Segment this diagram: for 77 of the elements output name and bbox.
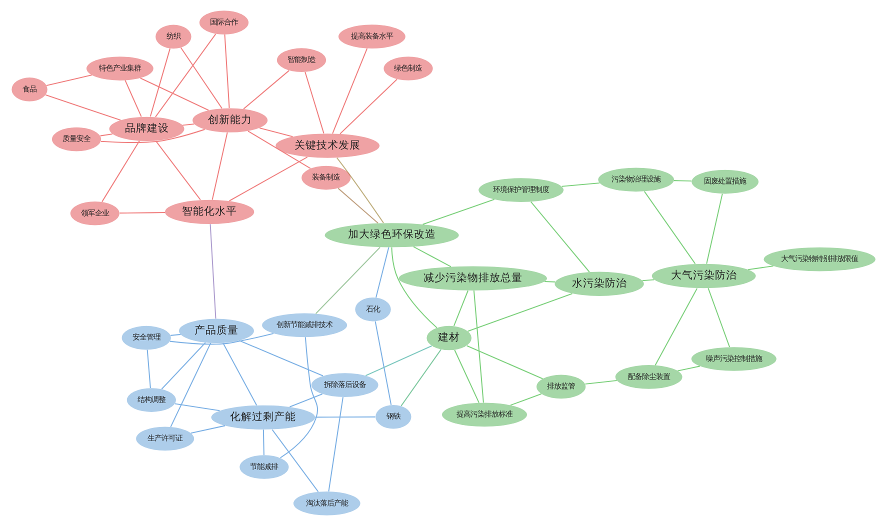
connector [174, 403, 220, 412]
connector [510, 393, 542, 406]
connector [340, 78, 398, 134]
connector [222, 342, 258, 406]
connector [413, 246, 452, 268]
node-ellipse: 智能化水平 [164, 200, 254, 224]
connector [229, 156, 308, 202]
connector [155, 34, 216, 118]
connector [45, 94, 121, 121]
node-ellipse: 减少污染物排放总量 [398, 266, 548, 290]
node-ellipse: 创新能力 [192, 108, 268, 132]
connector [315, 246, 380, 314]
connector [304, 72, 324, 134]
connector [290, 394, 322, 408]
connector [375, 247, 390, 298]
connector [190, 425, 226, 434]
connector [180, 47, 222, 109]
connector [212, 132, 228, 200]
connector [100, 128, 205, 144]
node-ellipse: 加大绿色环保改造 [324, 223, 459, 248]
node-ellipse: 化解过剩产能 [211, 405, 316, 430]
connector [473, 290, 484, 403]
connector [530, 202, 590, 272]
connector [315, 416, 376, 418]
connector [708, 288, 730, 348]
connector [243, 70, 290, 110]
node-ellipse: 建材 [426, 326, 472, 350]
connector [120, 212, 166, 214]
connector [654, 288, 698, 366]
connector [224, 34, 230, 108]
node-ellipse: 产品质量 [178, 318, 254, 343]
node-ellipse: 水污染防治 [554, 272, 644, 296]
connector [468, 293, 572, 332]
connector [332, 48, 368, 134]
connector [124, 80, 142, 117]
connector [400, 349, 442, 406]
connector [674, 180, 692, 182]
connector [562, 182, 600, 187]
node-ellipse: 关键技术发展 [276, 134, 380, 158]
connector [280, 337, 318, 458]
connector [338, 188, 378, 224]
connector [272, 429, 319, 492]
connector [544, 280, 556, 282]
connector [161, 342, 206, 390]
connector [585, 380, 617, 385]
connector [422, 198, 494, 225]
connector [259, 128, 293, 138]
connector [100, 133, 112, 136]
connector [248, 130, 311, 169]
connector [150, 48, 171, 117]
connector [748, 265, 774, 270]
node-ellipse: 大气污染防治 [652, 264, 756, 288]
connector [336, 157, 384, 224]
connector [170, 342, 212, 428]
connector [454, 350, 480, 404]
connector [642, 279, 654, 282]
connector [146, 350, 151, 388]
connector [239, 340, 324, 376]
connector [140, 78, 209, 111]
connector [155, 140, 201, 200]
connector [466, 345, 543, 380]
connector [210, 224, 216, 319]
connector [328, 396, 344, 492]
connector [391, 247, 438, 328]
connector [706, 194, 723, 264]
connector [262, 430, 264, 456]
node-ellipse: 品牌建设 [109, 116, 184, 142]
connector [678, 366, 700, 372]
connector [453, 290, 468, 326]
connector [182, 123, 194, 126]
connector [374, 321, 392, 406]
connector [170, 334, 181, 336]
connector [365, 345, 432, 376]
connector [170, 333, 274, 345]
connector [102, 140, 140, 202]
connector [644, 191, 696, 264]
connector [46, 74, 92, 86]
